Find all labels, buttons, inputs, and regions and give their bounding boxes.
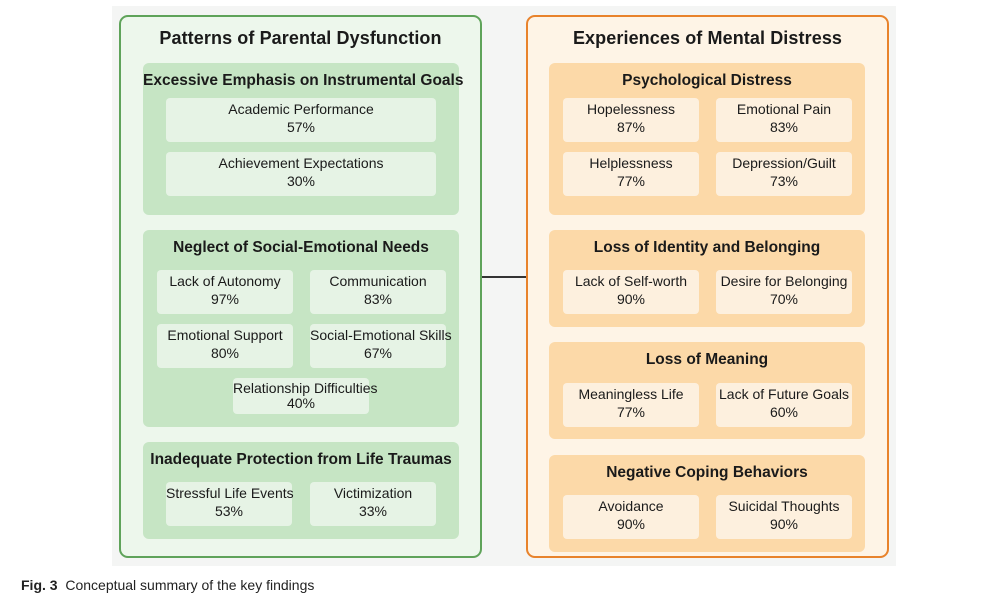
item-lack-of-self-worth: Lack of Self-worth 90% — [563, 270, 699, 314]
item-label: Achievement Expectations — [218, 155, 384, 171]
item-percent: 33% — [358, 503, 388, 519]
item-percent: 60% — [769, 404, 799, 420]
item-percent: 90% — [616, 516, 646, 532]
item-label: Meaningless Life — [578, 386, 684, 402]
item-percent: 40% — [286, 395, 316, 411]
item-label: Victimization — [333, 485, 413, 501]
item-label: Emotional Support — [167, 327, 283, 343]
group-title: Inadequate Protection from Life Traumas — [150, 451, 452, 468]
group-title: Loss of Meaning — [645, 351, 769, 368]
item-percent: 83% — [363, 291, 393, 307]
figure-caption: Fig. 3 Conceptual summary of the key fin… — [21, 577, 314, 593]
item-percent: 57% — [286, 119, 316, 135]
item-label: Depression/Guilt — [732, 155, 836, 171]
item-victimization: Victimization 33% — [310, 482, 436, 526]
item-label: Academic Performance — [228, 101, 374, 117]
connector-line — [482, 276, 526, 278]
item-label: Suicidal Thoughts — [728, 498, 840, 514]
item-achievement-expectations: Achievement Expectations 30% — [166, 152, 436, 196]
item-desire-for-belonging: Desire for Belonging 70% — [716, 270, 852, 314]
item-label: Relationship Difficulties — [233, 380, 378, 396]
item-label: Lack of Autonomy — [169, 273, 281, 289]
item-social-emotional-skills: Social-Emotional Skills 67% — [310, 324, 452, 368]
item-lack-of-autonomy: Lack of Autonomy 97% — [157, 270, 293, 314]
item-percent: 53% — [214, 503, 244, 519]
item-depression-guilt: Depression/Guilt 73% — [716, 152, 852, 196]
right-panel-title: Experiences of Mental Distress — [572, 28, 843, 48]
item-communication: Communication 83% — [310, 270, 446, 314]
item-percent: 97% — [210, 291, 240, 307]
item-stressful-life-events: Stressful Life Events 53% — [166, 482, 294, 526]
item-academic-performance: Academic Performance 57% — [166, 98, 436, 142]
item-label: Social-Emotional Skills — [310, 327, 452, 343]
item-lack-of-future-goals: Lack of Future Goals 60% — [716, 383, 852, 427]
caption-label: Fig. 3 — [21, 577, 58, 593]
item-hopelessness: Hopelessness 87% — [563, 98, 699, 142]
item-suicidal-thoughts: Suicidal Thoughts 90% — [716, 495, 852, 539]
item-label: Emotional Pain — [736, 101, 832, 117]
item-percent: 90% — [769, 516, 799, 532]
group-title: Loss of Identity and Belonging — [593, 239, 821, 256]
left-panel-title: Patterns of Parental Dysfunction — [159, 28, 442, 48]
group-title: Neglect of Social-Emotional Needs — [173, 239, 429, 256]
group-title: Psychological Distress — [622, 72, 792, 89]
item-label: Desire for Belonging — [720, 273, 848, 289]
group-title: Negative Coping Behaviors — [606, 464, 808, 481]
item-emotional-pain: Emotional Pain 83% — [716, 98, 852, 142]
item-label: Avoidance — [598, 498, 664, 514]
item-percent: 67% — [363, 345, 393, 361]
item-relationship-difficulties: Relationship Difficulties 40% — [233, 378, 378, 414]
item-percent: 80% — [210, 345, 240, 361]
item-percent: 30% — [286, 173, 316, 189]
item-label: Stressful Life Events — [166, 485, 294, 501]
caption-text: Conceptual summary of the key findings — [65, 577, 315, 593]
item-percent: 73% — [769, 173, 799, 189]
item-helplessness: Helplessness 77% — [563, 152, 699, 196]
item-percent: 77% — [616, 173, 646, 189]
item-label: Lack of Future Goals — [719, 386, 849, 402]
item-percent: 70% — [769, 291, 799, 307]
item-label: Hopelessness — [587, 101, 675, 117]
item-percent: 83% — [769, 119, 799, 135]
item-label: Communication — [329, 273, 427, 289]
item-label: Helplessness — [589, 155, 673, 171]
item-emotional-support: Emotional Support 80% — [157, 324, 293, 368]
group-title: Excessive Emphasis on Instrumental Goals — [143, 72, 464, 89]
item-percent: 87% — [616, 119, 646, 135]
item-meaningless-life: Meaningless Life 77% — [563, 383, 699, 427]
item-percent: 90% — [616, 291, 646, 307]
item-percent: 77% — [616, 404, 646, 420]
item-avoidance: Avoidance 90% — [563, 495, 699, 539]
item-label: Lack of Self-worth — [574, 273, 688, 289]
